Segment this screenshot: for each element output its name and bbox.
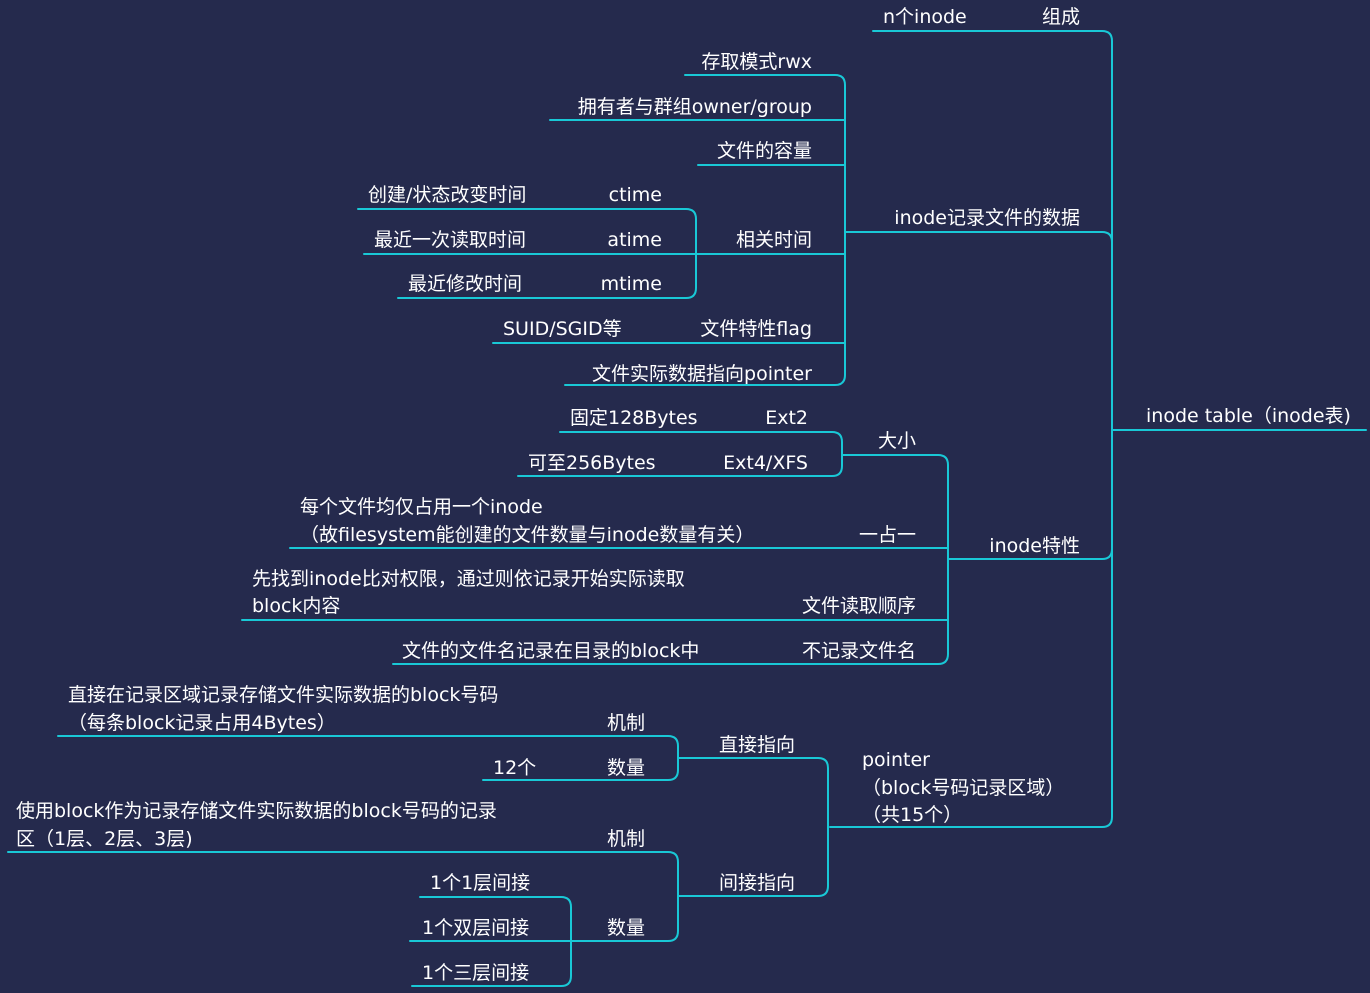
node-n-i-3: 1个三层间接	[422, 962, 529, 984]
node-n-d-mech-desc2: （每条block记录占用4Bytes）	[68, 712, 336, 734]
node-n-ptr1: pointer	[862, 749, 930, 771]
node-n-size: 文件的容量	[717, 140, 812, 162]
node-n-i-mech-desc1: 使用block作为记录存储文件实际数据的block号码的记录	[16, 800, 497, 822]
node-n-i-mech-desc2: 区（1层、2层、3层)	[16, 828, 193, 850]
node-n-order: 文件读取顺序	[802, 595, 916, 617]
node-n-128: 固定128Bytes	[570, 407, 698, 429]
connector-line-2	[845, 231, 1113, 243]
node-root: inode table（inode表)	[1146, 405, 1351, 427]
node-n-d-12: 12个	[493, 757, 536, 779]
node-n-i-mech: 机制	[607, 828, 645, 850]
node-n-d-mech: 机制	[607, 712, 645, 734]
node-n-i-1: 1个1层间接	[430, 872, 530, 894]
node-n-mtime-desc: 最近修改时间	[408, 273, 522, 295]
node-n-record: inode记录文件的数据	[894, 207, 1080, 229]
node-n-owner: 拥有者与群组owner/group	[578, 96, 812, 118]
connector-line-17	[7, 851, 679, 942]
node-n-one-desc1: 每个文件均仅占用一个inode	[300, 496, 543, 518]
node-n-ctime: ctime	[609, 184, 662, 206]
node-n-ext2: Ext2	[765, 407, 808, 429]
node-n-ninode: n个inode	[883, 6, 967, 28]
connector-line-14	[517, 431, 843, 477]
node-n-mtime: mtime	[601, 273, 662, 295]
node-n-256: 可至256Bytes	[528, 452, 656, 474]
connector-lines	[7, 30, 1367, 987]
node-n-zucheng: 组成	[1042, 6, 1080, 28]
node-n-direct: 直接指向	[719, 734, 795, 756]
node-n-order-desc2: block内容	[252, 595, 340, 617]
connector-line-4	[564, 74, 846, 386]
node-n-d-mech-desc1: 直接在记录区域记录存储文件实际数据的block号码	[68, 684, 498, 706]
node-n-i-count: 数量	[607, 917, 645, 939]
node-n-ext4: Ext4/XFS	[723, 452, 808, 474]
node-labels: inode table（inode表) n个inode 组成 inode记录文件的数据…	[16, 6, 1351, 984]
node-n-one: 一占一	[859, 524, 916, 546]
node-n-dax: 大小	[878, 430, 916, 452]
node-n-ptr3: （共15个）	[862, 804, 962, 826]
node-n-noname-desc: 文件的文件名记录在目录的block中	[402, 640, 699, 662]
connector-line-1	[829, 30, 1113, 828]
node-n-flag: 文件特性flag	[700, 318, 812, 340]
node-n-one-desc2: （故filesystem能创建的文件数量与inode数量有关）	[300, 524, 754, 546]
node-n-noname: 不记录文件名	[802, 640, 916, 662]
node-n-ptr2: （block号码记录区域）	[862, 777, 1064, 799]
node-n-indirect: 间接指向	[719, 872, 795, 894]
node-n-order-desc1: 先找到inode比对权限，通过则依记录开始实际读取	[252, 568, 685, 590]
node-n-atime-desc: 最近一次读取时间	[374, 229, 526, 251]
node-n-atime: atime	[607, 229, 662, 251]
node-n-suid: SUID/SGID等	[503, 318, 622, 340]
node-n-pointer-item: 文件实际数据指向pointer	[592, 363, 812, 385]
connector-line-11	[392, 454, 949, 665]
node-n-ctime-desc: 创建/状态改变时间	[368, 184, 526, 206]
connector-line-16	[677, 757, 829, 897]
connector-line-3	[947, 548, 1113, 560]
node-n-mode: 存取模式rwx	[701, 51, 812, 73]
node-n-time: 相关时间	[736, 229, 812, 251]
node-n-i-2: 1个双层间接	[422, 917, 529, 939]
node-n-d-count: 数量	[607, 757, 645, 779]
connector-line-15	[57, 735, 679, 781]
node-n-feature: inode特性	[989, 535, 1080, 557]
